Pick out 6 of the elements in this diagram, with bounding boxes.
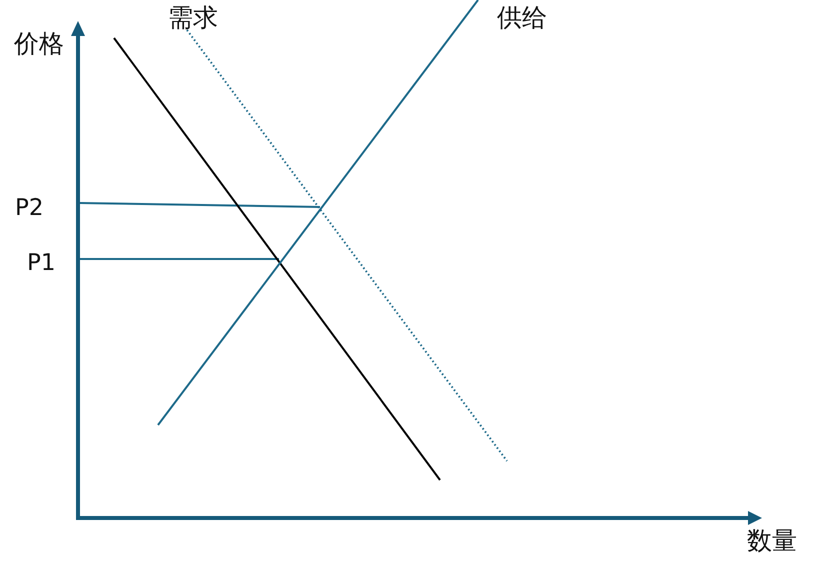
curve-label: 需求 <box>168 5 218 30</box>
axis-title: 价格 <box>14 31 64 56</box>
price-label: P1 <box>27 252 56 275</box>
price-label: P2 <box>15 197 44 220</box>
curve-label: 供给 <box>497 5 547 30</box>
axis-title: 数量 <box>747 528 797 553</box>
